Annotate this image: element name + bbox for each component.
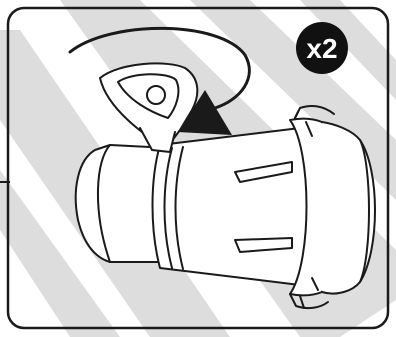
repeat-count-badge: x2: [296, 22, 348, 74]
lever-pin: [147, 86, 165, 104]
badge-text: x2: [306, 33, 337, 64]
